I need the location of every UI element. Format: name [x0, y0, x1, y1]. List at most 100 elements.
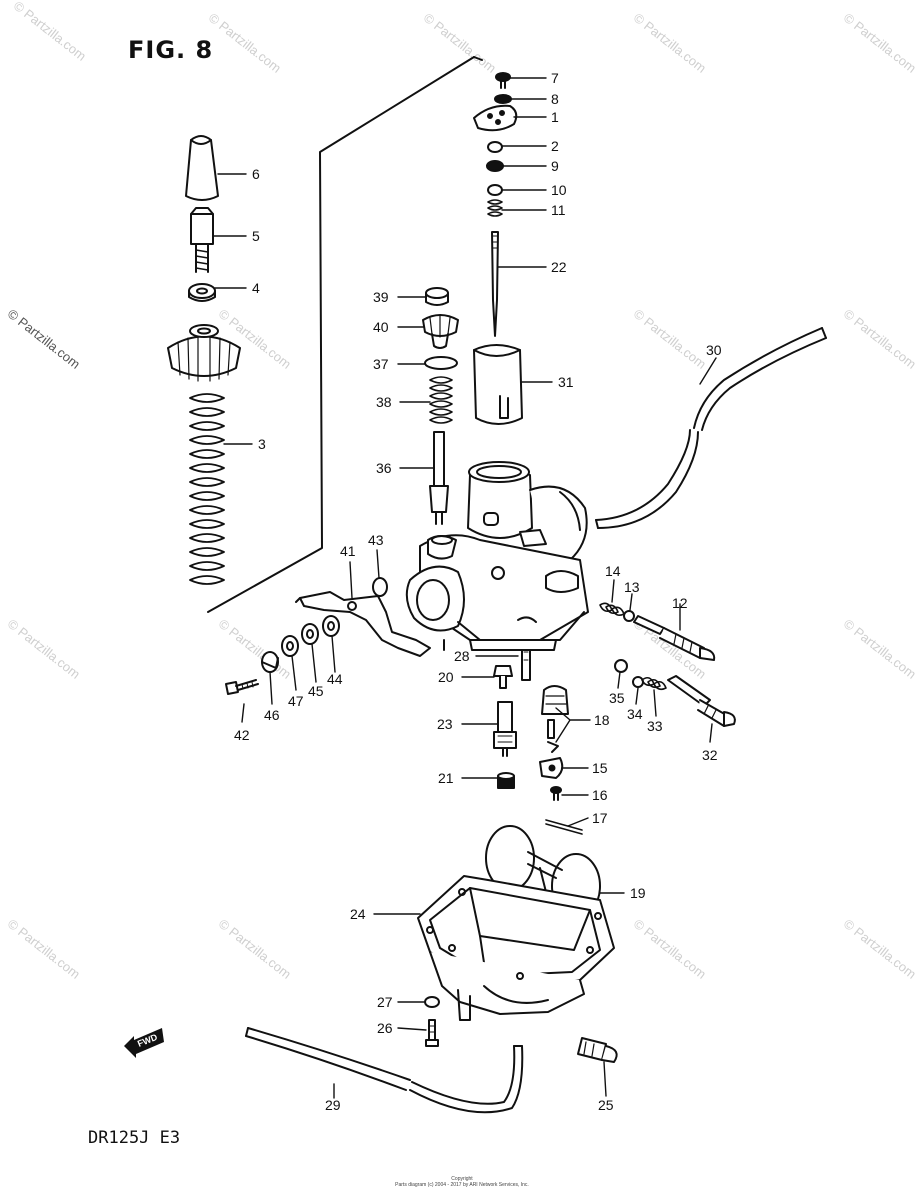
- carburetor-body: [405, 461, 589, 651]
- needle-spring: [487, 199, 503, 217]
- copyright-line: Copyright: [451, 1176, 473, 1182]
- pilot-washer: [632, 676, 644, 688]
- callout-22: 22: [551, 259, 567, 275]
- callout-33: 33: [647, 718, 663, 734]
- starter-nut: [422, 314, 459, 349]
- leader-46: [269, 671, 273, 705]
- callout-37: 37: [373, 356, 389, 372]
- model-code: DR125J E3: [88, 1128, 181, 1148]
- callout-1: 1: [551, 109, 559, 125]
- leader-41: [349, 561, 353, 599]
- plain-washer: [281, 635, 299, 657]
- callout-43: 43: [368, 532, 384, 548]
- callout-16: 16: [592, 787, 608, 803]
- starter-o-ring: [424, 356, 458, 370]
- callout-3: 3: [258, 436, 266, 452]
- bracket-screw: [225, 679, 259, 695]
- main-jet: [497, 772, 515, 789]
- callout-5: 5: [252, 228, 260, 244]
- copyright-note: Copyright Parts diagram (c) 2004 - 2017 …: [392, 1176, 532, 1188]
- callout-17: 17: [592, 810, 608, 826]
- cable-cap-boot: [185, 135, 219, 201]
- leader-44: [331, 635, 336, 673]
- callout-10: 10: [551, 182, 567, 198]
- callout-30: 30: [706, 342, 722, 358]
- leader-45: [311, 643, 317, 683]
- needle-washer: [487, 184, 503, 196]
- spring-washer: [301, 623, 319, 645]
- callout-labels: 7 8 1 2 9 10 11 22 6 5 4 3 39 40 37 38 3…: [234, 70, 722, 1113]
- starter-plunger: [429, 431, 449, 525]
- leader-43: [376, 549, 380, 579]
- float-pin: [545, 819, 583, 835]
- callout-7: 7: [551, 70, 559, 86]
- callout-6: 6: [252, 166, 260, 182]
- leader-18: [555, 707, 591, 743]
- callout-24: 24: [350, 906, 366, 922]
- drain-hose: [245, 1027, 524, 1114]
- nut: [322, 615, 340, 637]
- jet-needle: [491, 231, 499, 337]
- needle-valve: [541, 685, 569, 753]
- leader-25: [603, 1061, 607, 1097]
- throttle-cable-bracket: [295, 591, 431, 657]
- pilot-jet: [493, 665, 513, 689]
- needle-jet: [521, 649, 531, 681]
- callout-40: 40: [373, 319, 389, 335]
- leader-lines: [212, 77, 717, 1099]
- leader-26: [397, 1027, 427, 1031]
- drain-screw: [577, 1037, 618, 1063]
- callout-31: 31: [558, 374, 574, 390]
- callout-13: 13: [624, 579, 640, 595]
- bracket-washer: [372, 577, 388, 597]
- callout-21: 21: [438, 770, 454, 786]
- callout-19: 19: [630, 885, 646, 901]
- leader-17: [567, 817, 589, 827]
- callout-34: 34: [627, 706, 643, 722]
- throttle-stop-screw: [633, 615, 716, 661]
- collar: [261, 651, 279, 673]
- callout-14: 14: [605, 563, 621, 579]
- stop-spring: [599, 602, 625, 616]
- chamber-screw: [425, 1019, 439, 1047]
- callout-11: 11: [551, 202, 566, 218]
- callout-4: 4: [252, 280, 260, 296]
- needle-clip-seat: [487, 141, 503, 153]
- leader-13: [629, 593, 633, 611]
- valve-seat-plate: [539, 757, 564, 779]
- callout-28: 28: [454, 648, 470, 664]
- lock-nut: [188, 283, 216, 302]
- figure-title: FIG. 8: [128, 36, 214, 64]
- retainer-plate: [473, 104, 518, 132]
- group-bracket: [207, 56, 475, 613]
- callout-38: 38: [376, 394, 392, 410]
- callout-12: 12: [672, 595, 688, 611]
- leader-33: [653, 689, 657, 717]
- callout-8: 8: [551, 91, 559, 107]
- callout-15: 15: [592, 760, 608, 776]
- callout-47: 47: [288, 693, 304, 709]
- throttle-valve: [473, 344, 523, 425]
- seat-screw: [550, 786, 562, 801]
- float-chamber: [417, 875, 615, 1021]
- callout-27: 27: [377, 994, 393, 1010]
- drain-washer: [424, 996, 440, 1008]
- callout-18: 18: [594, 712, 610, 728]
- throttle-spring: [189, 393, 225, 585]
- leader-14: [611, 579, 615, 603]
- pilot-screw: [667, 675, 736, 727]
- callout-46: 46: [264, 707, 280, 723]
- leader-47: [291, 655, 297, 691]
- callout-9: 9: [551, 158, 559, 174]
- callout-26: 26: [377, 1020, 393, 1036]
- callout-36: 36: [376, 460, 392, 476]
- callout-32: 32: [702, 747, 718, 763]
- lock-washer: [494, 94, 512, 104]
- leader-35: [617, 671, 621, 689]
- callout-20: 20: [438, 669, 454, 685]
- copyright-line: Parts diagram (c) 2004 - 2017 by ARI Net…: [395, 1182, 529, 1188]
- callout-2: 2: [551, 138, 559, 154]
- fwd-arrow-icon: FWD: [124, 1028, 164, 1058]
